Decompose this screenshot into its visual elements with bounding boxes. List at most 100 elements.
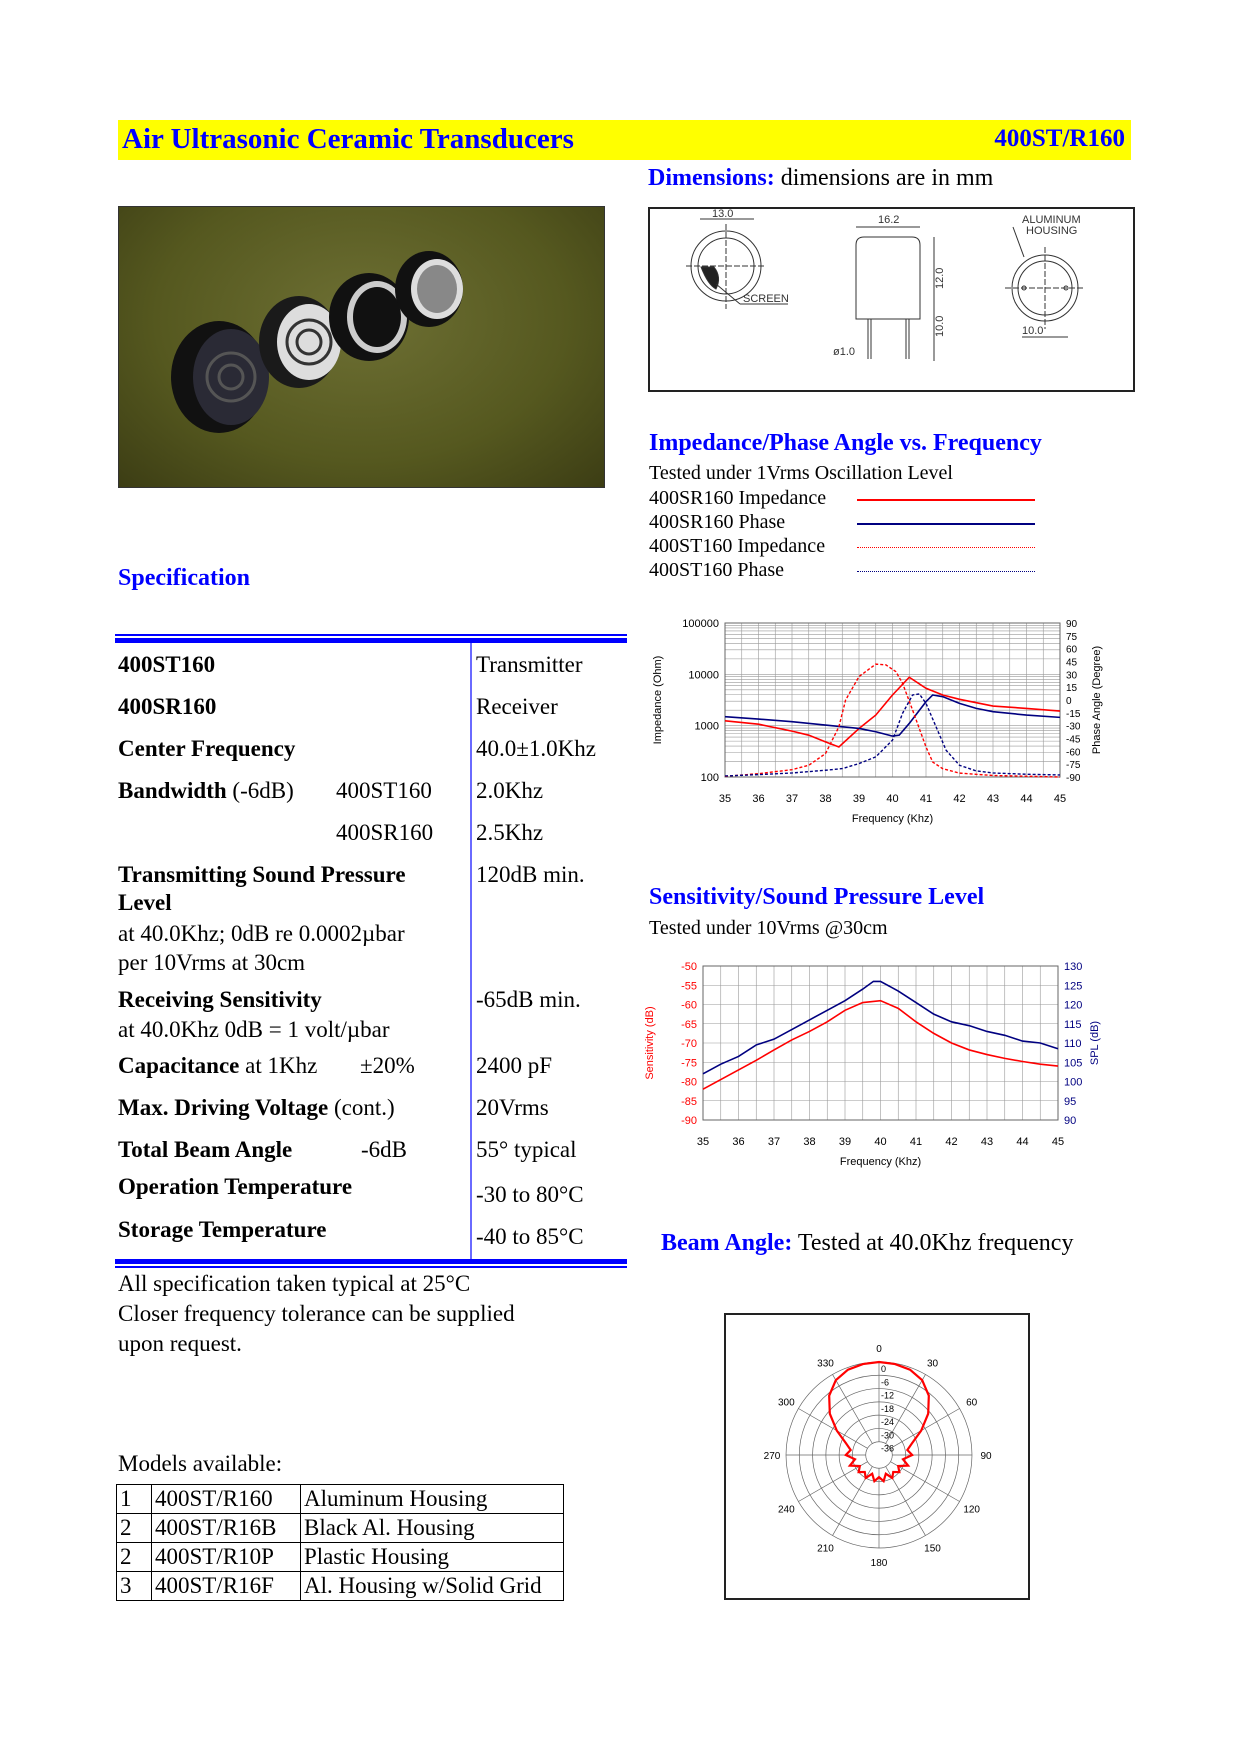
sensitivity-chart-subtitle: Tested under 10Vrms @30cm	[649, 917, 888, 939]
y2-tick-label: 45	[1066, 658, 1078, 669]
y-tick-label: -65	[681, 1019, 697, 1031]
side-view: 16.2 12.0 10.0 ø1.0	[833, 214, 946, 361]
models-heading: Models available:	[118, 1451, 283, 1476]
x-axis-title: Frequency (Khz)	[840, 1156, 921, 1168]
angle-label: 60	[966, 1398, 978, 1409]
model-description: Al. Housing w/Solid Grid	[300, 1571, 564, 1601]
title-bar: Air Ultrasonic Ceramic Transducers 400ST…	[118, 120, 1131, 160]
y-tick-label: 100000	[682, 618, 719, 630]
legend-swatch	[857, 499, 1035, 501]
beam-angle-heading: Beam Angle: Tested at 40.0Khz frequency	[661, 1230, 1073, 1257]
impedance-chart-subtitle: Tested under 1Vrms Oscillation Level	[649, 462, 953, 484]
y2-tick-label: 130	[1064, 961, 1082, 973]
x-tick-label: 45	[1054, 793, 1066, 805]
spec-note-line: All specification taken typical at 25°C	[118, 1271, 471, 1296]
spec-note-line: Closer frequency tolerance can be suppli…	[118, 1301, 515, 1326]
ring-label: -30	[881, 1430, 894, 1440]
y2-tick-label: 110	[1064, 1038, 1082, 1050]
model-number: 400ST/R16F	[151, 1571, 301, 1601]
y-tick-label: 100	[701, 772, 719, 784]
series-line-400sr160-phase	[724, 694, 1061, 737]
model-description: Aluminum Housing	[300, 1484, 564, 1514]
y2-tick-label: 120	[1064, 1000, 1082, 1012]
y2-tick-label: -15	[1066, 709, 1081, 720]
x-tick-label: 41	[920, 793, 932, 805]
angle-label: 120	[963, 1505, 980, 1516]
model-description: Black Al. Housing	[300, 1513, 564, 1543]
angle-label: 330	[817, 1358, 834, 1369]
housing-label-2: HOUSING	[1026, 225, 1077, 237]
ring-label: 0	[881, 1364, 886, 1374]
spec-value: 2400 pF	[476, 1053, 553, 1078]
legend-label: 400SR160 Phase	[649, 511, 786, 533]
legend-label: 400SR160 Impedance	[649, 487, 827, 509]
x-tick-label: 38	[819, 793, 831, 805]
y-tick-label: -80	[681, 1077, 697, 1089]
spec-bottom-rule-thin	[115, 1266, 627, 1268]
legend-swatch	[857, 571, 1035, 572]
spec-note: at 40.0Khz 0dB = 1 volt/µbar	[118, 1017, 390, 1042]
dim-diameter: 13.0	[712, 209, 733, 220]
y2-tick-label: -60	[1066, 747, 1081, 758]
x-tick-label: 44	[1020, 793, 1032, 805]
x-tick-label: 42	[945, 1136, 957, 1148]
document-title: Air Ultrasonic Ceramic Transducers	[122, 123, 574, 155]
spec-top-rule	[115, 638, 627, 643]
x-tick-label: 42	[953, 793, 965, 805]
spec-label-group: Max. Driving Voltage (cont.)	[118, 1095, 395, 1121]
angle-label: 270	[764, 1451, 781, 1462]
x-tick-label: 43	[981, 1136, 993, 1148]
spec-value: Receiver	[476, 694, 558, 719]
y2-axis-title: SPL (dB)	[1089, 1021, 1101, 1065]
spec-label: Operation Temperature	[118, 1174, 353, 1199]
spec-column-divider	[470, 643, 472, 1259]
spec-value: 40.0±1.0Khz	[476, 736, 596, 761]
ring-label: -24	[881, 1417, 894, 1427]
specification-heading: Specification	[118, 565, 250, 591]
dim-length: 16.2	[878, 214, 899, 226]
polar-spoke	[890, 1408, 960, 1449]
y-tick-label: -60	[681, 1000, 697, 1012]
spec-sub: 400SR160	[336, 820, 434, 845]
spec-label: Capacitance	[118, 1053, 240, 1078]
spec-value: Transmitter	[476, 652, 583, 677]
angle-label: 240	[778, 1505, 795, 1516]
y2-tick-label: 90	[1064, 1115, 1076, 1127]
y2-tick-label: 100	[1064, 1077, 1082, 1089]
polar-spoke	[832, 1374, 873, 1444]
y-tick-label: 10000	[688, 669, 719, 681]
dimensions-text: dimensions are in mm	[780, 165, 994, 191]
x-tick-label: 35	[697, 1136, 709, 1148]
angle-label: 210	[817, 1544, 834, 1555]
dimensions-label: Dimensions:	[648, 165, 775, 191]
dim-pin-spacing: 10.0	[1022, 325, 1043, 337]
legend-label: 400ST160 Phase	[649, 559, 784, 581]
x-tick-label: 41	[910, 1136, 922, 1148]
x-tick-label: 37	[786, 793, 798, 805]
spec-label: Transmitting Sound Pressure	[118, 862, 406, 887]
x-tick-label: 43	[987, 793, 999, 805]
x-tick-label: 39	[839, 1136, 851, 1148]
series-line-400st160-phase	[724, 693, 1061, 777]
spec-sub: 400ST160	[336, 778, 432, 803]
y-tick-label: 1000	[695, 721, 719, 733]
model-number: 400ST/R16B	[151, 1513, 301, 1543]
polar-spoke	[890, 1461, 960, 1502]
spec-note: per 10Vrms at 30cm	[118, 950, 306, 975]
x-tick-label: 36	[732, 1136, 744, 1148]
model-index: 3	[116, 1571, 152, 1601]
model-description: Plastic Housing	[300, 1542, 564, 1572]
spec-label: 400ST160	[118, 652, 216, 677]
ring-label: -6	[881, 1377, 889, 1387]
y2-tick-label: -90	[1066, 773, 1081, 784]
spec-label: Storage Temperature	[118, 1217, 327, 1242]
y-tick-label: -85	[681, 1096, 697, 1108]
y2-tick-label: -30	[1066, 722, 1081, 733]
back-view: 10.0 ALUMINUM HOUSING	[1005, 214, 1085, 338]
